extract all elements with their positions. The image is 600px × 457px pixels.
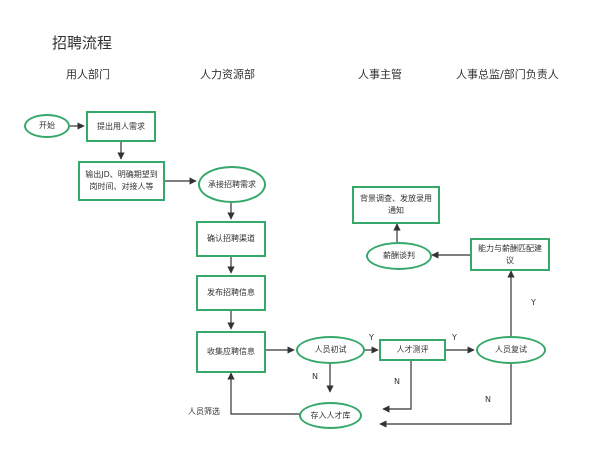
edge-assessment-to-pool <box>382 361 412 413</box>
page-title: 招聘流程 <box>52 34 113 52</box>
edge-label-yes: Y <box>452 333 457 342</box>
node-salary-advice: 能力与薪酬匹配建议 <box>470 238 550 271</box>
node-output-jd: 输出JD、明确期望到岗时间、对接人等 <box>78 161 165 201</box>
edge-label-screening: 人员筛选 <box>188 407 220 416</box>
edge-label-no: N <box>394 377 400 386</box>
lane-hr-director: 人事总监/部门负责人 <box>456 68 559 81</box>
node-receive-request: 承接招聘需求 <box>198 166 266 203</box>
node-salary-negotiation: 薪酬谈判 <box>366 242 432 270</box>
edge-second-to-pool <box>379 364 512 428</box>
edge-label-no: N <box>485 395 491 404</box>
edge-label-yes: Y <box>369 333 374 342</box>
edge-label-no: N <box>312 372 318 381</box>
lane-hiring-department: 用人部门 <box>66 68 110 81</box>
node-second-interview: 人员复试 <box>476 336 546 364</box>
node-collect-info: 收集应聘信息 <box>196 331 266 373</box>
node-background-check: 背景调查、发放录用通知 <box>352 186 440 224</box>
lane-hr-department: 人力资源部 <box>200 68 255 81</box>
node-submit-request: 提出用人需求 <box>86 111 156 142</box>
node-publish-info: 发布招聘信息 <box>196 275 266 311</box>
node-talent-assessment: 人才测评 <box>379 339 446 361</box>
node-confirm-channel: 确认招聘渠道 <box>196 221 266 257</box>
lane-hr-supervisor: 人事主管 <box>358 68 402 81</box>
node-start: 开始 <box>24 114 70 138</box>
edge-label-yes: Y <box>531 298 536 307</box>
edge-pool-to-collect <box>227 372 300 415</box>
node-first-interview: 人员初试 <box>296 336 365 364</box>
node-talent-pool: 存入人才库 <box>299 402 362 429</box>
